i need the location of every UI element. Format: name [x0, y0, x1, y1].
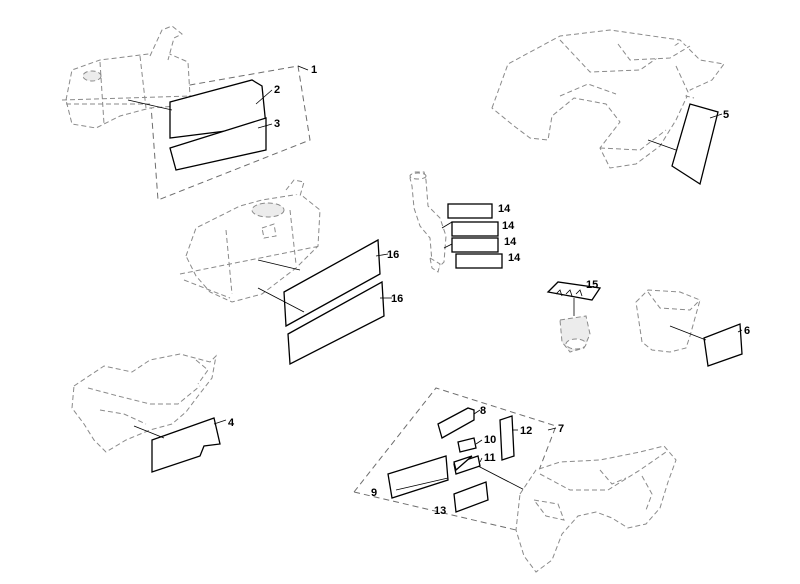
leader-6 — [737, 329, 743, 333]
fuel-tank-center — [179, 179, 321, 303]
decal-11-corner — [453, 455, 473, 472]
decal-16-lower — [287, 280, 385, 366]
decal-14-a — [447, 203, 493, 219]
decal-12 — [499, 415, 515, 461]
callout-4: 4 — [228, 417, 235, 429]
decal-6 — [703, 323, 743, 367]
callout-12: 12 — [520, 425, 532, 437]
callout-15: 15 — [586, 279, 598, 291]
callout-13: 13 — [434, 505, 446, 517]
callout-6: 6 — [744, 325, 750, 337]
rear-fender-top-right — [491, 29, 725, 169]
leader-box-decal — [669, 325, 707, 341]
decal-16-upper — [283, 238, 381, 328]
decal-11 — [453, 455, 481, 475]
leader-1 — [297, 65, 309, 71]
decal-8 — [437, 407, 475, 439]
callout-2: 2 — [274, 84, 280, 96]
callout-14-d: 14 — [508, 252, 521, 264]
callout-14-c: 14 — [504, 236, 517, 248]
decal-3 — [169, 117, 267, 171]
decal-14-d — [455, 253, 503, 269]
leader-tank-decal-16b — [257, 287, 305, 313]
leader-tank-decal — [127, 99, 173, 111]
leader-8 — [473, 409, 481, 415]
leader-3 — [257, 123, 273, 129]
rear-fender-bottom — [515, 445, 677, 573]
group-1-outline — [149, 65, 311, 201]
callout-14-a: 14 — [498, 203, 511, 215]
fitting-15 — [559, 315, 591, 353]
decal-14-b — [451, 221, 499, 237]
leader-fender-decal — [647, 139, 677, 151]
leader-10 — [475, 439, 483, 445]
leader-2 — [255, 89, 273, 105]
front-fender-left — [71, 353, 217, 453]
callout-5: 5 — [723, 109, 729, 121]
callout-9: 9 — [371, 487, 377, 499]
decal-5 — [671, 103, 719, 186]
callout-10: 10 — [484, 434, 496, 446]
callout-16-b: 16 — [391, 293, 403, 305]
filler-neck-center — [409, 171, 447, 273]
group-7-outline — [353, 387, 557, 531]
decal-10 — [457, 437, 477, 453]
leader-11 — [479, 457, 483, 463]
callout-3: 3 — [274, 118, 280, 130]
callout-7: 7 — [558, 423, 564, 435]
leader-neck-14b — [443, 243, 453, 249]
callout-8: 8 — [480, 405, 486, 417]
callout-16-a: 16 — [387, 249, 399, 261]
filler-cap-icon — [82, 70, 102, 82]
storage-box-6 — [635, 289, 701, 353]
leader-fender-decal-4 — [133, 425, 165, 439]
decal-9 — [387, 455, 449, 499]
decal-13 — [453, 481, 489, 513]
callout-1: 1 — [311, 64, 317, 76]
leader-tank-decal-16a — [257, 259, 301, 271]
leader-16a — [375, 253, 389, 257]
filler-cap-icon — [251, 202, 285, 218]
leader-9 — [395, 477, 449, 491]
callout-11: 11 — [484, 452, 496, 464]
leader-4 — [213, 419, 227, 425]
leader-7 — [547, 427, 557, 431]
decal-2 — [169, 79, 267, 139]
decal-15 — [546, 281, 602, 301]
leader-neck-14 — [441, 221, 453, 229]
decal-15-marks — [555, 289, 583, 297]
decal-14-c — [451, 237, 499, 253]
leader-5 — [709, 113, 723, 119]
callout-14-b: 14 — [502, 220, 515, 232]
decal-4 — [151, 417, 221, 473]
